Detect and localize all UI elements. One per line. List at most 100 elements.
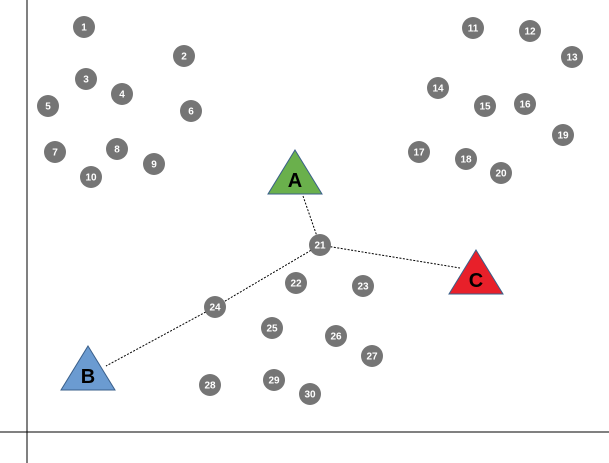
node-11: 11 xyxy=(462,17,484,39)
node-circle xyxy=(261,317,283,339)
node-circle xyxy=(180,100,202,122)
node-label: 4 xyxy=(119,90,125,101)
node-circle xyxy=(361,345,383,367)
node-label: 27 xyxy=(366,352,378,363)
facility-label: C xyxy=(469,270,483,292)
node-17: 17 xyxy=(408,141,430,163)
node-label: 8 xyxy=(114,145,120,156)
node-label: 26 xyxy=(330,332,342,343)
node-2: 2 xyxy=(173,45,195,67)
node-7: 7 xyxy=(44,141,66,163)
facility-b-triangle: B xyxy=(60,345,116,391)
node-13: 13 xyxy=(561,46,583,68)
node-30: 30 xyxy=(299,383,321,405)
node-25: 25 xyxy=(261,317,283,339)
node-circle xyxy=(352,275,374,297)
facility-c-triangle: C xyxy=(448,249,504,295)
node-circle xyxy=(285,272,307,294)
node-15: 15 xyxy=(474,95,496,117)
node-label: 21 xyxy=(314,241,326,252)
node-label: 24 xyxy=(209,303,221,314)
node-8: 8 xyxy=(106,138,128,160)
node-circle xyxy=(514,93,536,115)
node-22: 22 xyxy=(285,272,307,294)
node-23: 23 xyxy=(352,275,374,297)
link-24-B xyxy=(105,306,216,367)
node-5: 5 xyxy=(37,95,59,117)
node-label: 10 xyxy=(85,173,97,184)
node-circle xyxy=(263,369,285,391)
node-27: 27 xyxy=(361,345,383,367)
node-label: 30 xyxy=(304,390,316,401)
triangle-icon xyxy=(60,345,116,391)
links-layer xyxy=(105,195,461,367)
node-label: 22 xyxy=(290,279,302,290)
node-26: 26 xyxy=(325,325,347,347)
node-label: 11 xyxy=(468,24,479,35)
node-circle xyxy=(474,95,496,117)
node-circle xyxy=(519,20,541,42)
node-circle xyxy=(325,325,347,347)
node-label: 18 xyxy=(460,155,472,166)
node-circle xyxy=(427,77,449,99)
node-label: 7 xyxy=(52,148,58,159)
node-circle xyxy=(111,83,133,105)
node-circle xyxy=(37,95,59,117)
node-6: 6 xyxy=(180,100,202,122)
node-3: 3 xyxy=(75,68,97,90)
node-circle xyxy=(455,148,477,170)
node-circle xyxy=(73,16,95,38)
facilities-layer: A B C xyxy=(60,149,504,391)
node-18: 18 xyxy=(455,148,477,170)
node-label: 5 xyxy=(45,102,51,113)
node-circle xyxy=(552,124,574,146)
node-label: 3 xyxy=(83,75,89,86)
node-label: 17 xyxy=(413,148,425,159)
node-14: 14 xyxy=(427,77,449,99)
node-circle xyxy=(561,46,583,68)
node-label: 25 xyxy=(266,324,278,335)
node-circle xyxy=(490,162,512,184)
node-1: 1 xyxy=(73,16,95,38)
node-circle xyxy=(143,153,165,175)
facility-label: A xyxy=(288,170,302,192)
node-9: 9 xyxy=(143,153,165,175)
node-label: 2 xyxy=(181,52,187,63)
link-21-C xyxy=(319,244,461,269)
node-label: 28 xyxy=(204,381,216,392)
node-4: 4 xyxy=(111,83,133,105)
node-21: 21 xyxy=(309,234,331,256)
node-label: 1 xyxy=(81,23,87,34)
node-circle xyxy=(75,68,97,90)
node-circle xyxy=(309,234,331,256)
node-circle xyxy=(173,45,195,67)
node-28: 28 xyxy=(199,374,221,396)
node-12: 12 xyxy=(519,20,541,42)
node-label: 14 xyxy=(432,84,444,95)
node-circle xyxy=(80,166,102,188)
node-label: 15 xyxy=(479,102,491,113)
facility-a-triangle: A xyxy=(267,149,323,195)
node-circle xyxy=(199,374,221,396)
node-label: 29 xyxy=(268,376,280,387)
node-16: 16 xyxy=(514,93,536,115)
facility-label: B xyxy=(81,366,95,388)
node-label: 13 xyxy=(566,53,578,64)
node-29: 29 xyxy=(263,369,285,391)
node-label: 20 xyxy=(495,169,507,180)
link-21-24 xyxy=(214,244,321,308)
node-label: 23 xyxy=(357,282,369,293)
node-circle xyxy=(204,296,226,318)
triangle-icon xyxy=(267,149,323,195)
node-label: 6 xyxy=(188,107,194,118)
triangle-icon xyxy=(448,249,504,295)
node-label: 12 xyxy=(524,27,536,38)
node-24: 24 xyxy=(204,296,226,318)
node-label: 9 xyxy=(151,160,157,171)
node-label: 16 xyxy=(519,100,531,111)
node-label: 19 xyxy=(557,131,569,142)
node-20: 20 xyxy=(490,162,512,184)
node-circle xyxy=(462,17,484,39)
